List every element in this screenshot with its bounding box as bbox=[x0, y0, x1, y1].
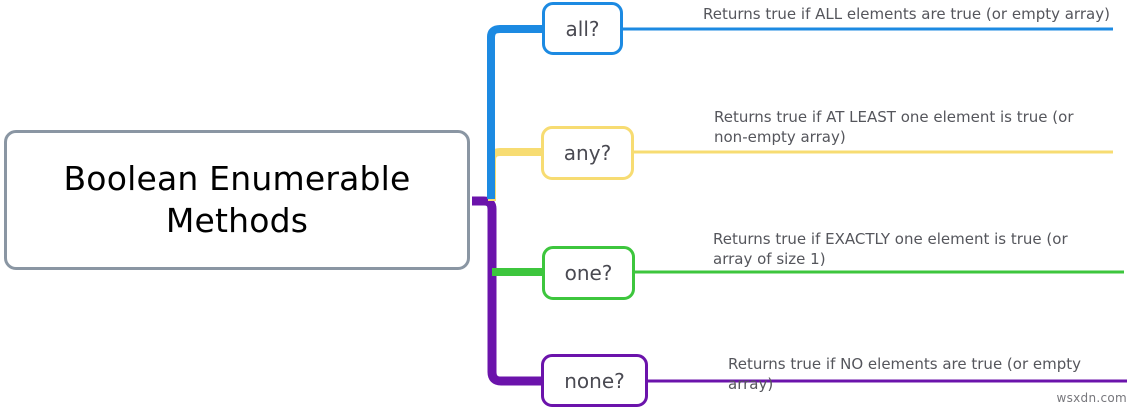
branch-node-any-label: any? bbox=[563, 141, 612, 165]
branch-node-one[interactable]: one? bbox=[542, 246, 635, 300]
watermark: wsxdn.com bbox=[1056, 391, 1127, 405]
branch-description-one: Returns true if EXACTLY one element is t… bbox=[713, 230, 1068, 268]
connector-none-trunk bbox=[472, 196, 541, 386]
branch-description-any: Returns true if AT LEAST one element is … bbox=[714, 108, 1074, 146]
branch-node-none[interactable]: none? bbox=[541, 354, 648, 407]
branch-node-any[interactable]: any? bbox=[541, 126, 634, 180]
connector-any-trunk bbox=[488, 148, 541, 201]
branch-node-all-label: all? bbox=[565, 16, 600, 41]
branch-node-all[interactable]: all? bbox=[542, 2, 623, 55]
branch-node-one-label: one? bbox=[564, 261, 613, 285]
root-node-label: Boolean Enumerable Methods bbox=[63, 158, 411, 240]
branch-description-none: Returns true if NO elements are true (or… bbox=[728, 355, 1082, 393]
branch-node-none-label: none? bbox=[564, 368, 625, 393]
root-node[interactable]: Boolean Enumerable Methods bbox=[4, 130, 470, 270]
connector-all-trunk bbox=[487, 25, 542, 199]
branch-description-all: Returns true if ALL elements are true (o… bbox=[703, 5, 1110, 23]
